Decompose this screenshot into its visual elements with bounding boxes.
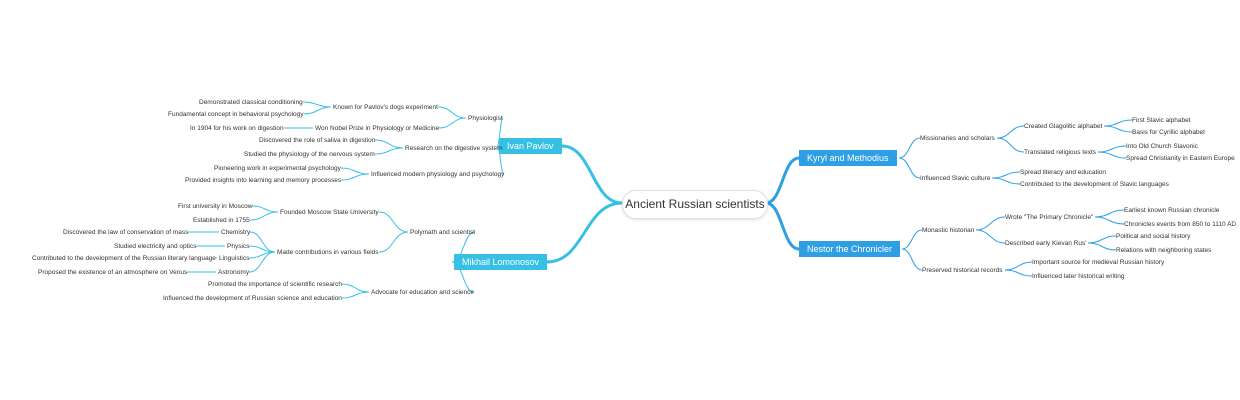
topic-p1a[interactable]: Known for Pavlov's dogs experiment xyxy=(333,103,438,111)
topic-k2a[interactable]: Spread literacy and education xyxy=(1020,168,1107,176)
link-n2-n2b xyxy=(1004,269,1033,277)
topic-n1b2[interactable]: Relations with neighboring states xyxy=(1116,246,1212,254)
link-p3-p3a xyxy=(340,167,370,175)
link-p2-p2a xyxy=(374,139,404,149)
topic-m2b[interactable]: Influenced the development of Russian sc… xyxy=(163,294,342,302)
topic-p3b[interactable]: Provided insights into learning and memo… xyxy=(185,176,342,184)
topic-m1b3a[interactable]: Contributed to the development of the Ru… xyxy=(32,254,216,262)
topic-m1b3[interactable]: Linguistics xyxy=(219,254,250,262)
topic-p1b1[interactable]: In 1904 for his work on digestion xyxy=(190,124,284,132)
link-m1a-m1a1 xyxy=(251,205,279,213)
link-nestor-n2 xyxy=(901,248,923,271)
link-root-pavlov xyxy=(560,144,624,205)
topic-m1a1[interactable]: First university in Moscow xyxy=(178,202,253,210)
link-m1-m1a xyxy=(378,211,409,233)
topic-n1[interactable]: Monastic historian xyxy=(922,226,975,234)
topic-p2b[interactable]: Studied the physiology of the nervous sy… xyxy=(244,150,375,158)
link-n1-n1b xyxy=(975,229,1006,244)
link-m2-m2b xyxy=(341,291,370,299)
link-n1a-n1a2 xyxy=(1094,216,1125,225)
topic-p2a[interactable]: Discovered the role of saliva in digesti… xyxy=(259,136,376,144)
branch-topic-nestor[interactable]: Nestor the Chronicler xyxy=(799,241,901,257)
link-k2-k2b xyxy=(991,177,1021,185)
topic-m1b1[interactable]: Chemistry xyxy=(221,228,251,236)
topic-m1b1a[interactable]: Discovered the law of conservation of ma… xyxy=(63,228,189,236)
topic-k1b[interactable]: Translated religious texts xyxy=(1024,148,1097,156)
topic-p1[interactable]: Physiologist xyxy=(468,114,503,122)
topic-p3[interactable]: Influenced modern physiology and psychol… xyxy=(371,170,505,178)
link-p1a-p1a1 xyxy=(302,101,332,108)
link-root-kyryl xyxy=(764,156,801,205)
root-topic[interactable]: Ancient Russian scientists xyxy=(622,190,768,219)
topic-p3a[interactable]: Pioneering work in experimental psycholo… xyxy=(214,164,341,172)
topic-m2a[interactable]: Promoted the importance of scientific re… xyxy=(208,280,343,288)
link-n1a-n1a1 xyxy=(1094,209,1125,218)
link-n1b-n1b1 xyxy=(1087,235,1117,244)
link-p1-p1a xyxy=(437,106,467,119)
topic-n1b1[interactable]: Political and social history xyxy=(1116,232,1191,240)
branch-topic-kyryl[interactable]: Kyryl and Methodius xyxy=(799,150,897,166)
link-root-lomonosov xyxy=(545,201,624,264)
topic-m1b4[interactable]: Astronomy xyxy=(218,268,250,276)
topic-m1b[interactable]: Made contributions in various fields xyxy=(277,248,379,256)
topic-n2a[interactable]: Important source for medieval Russian hi… xyxy=(1032,258,1165,266)
topic-m1a[interactable]: Founded Moscow State University xyxy=(280,208,379,216)
topic-k1a[interactable]: Created Glagolitic alphabet xyxy=(1024,122,1103,130)
link-n1-n1a xyxy=(975,216,1006,231)
topic-n2b[interactable]: Influenced later historical writing xyxy=(1032,272,1125,280)
link-k1b-k1b2 xyxy=(1097,151,1127,159)
link-k1-k1b xyxy=(996,137,1025,153)
topic-m1a2[interactable]: Established in 1755 xyxy=(193,216,250,224)
topic-m1b2a[interactable]: Studied electricity and optics xyxy=(114,242,197,250)
link-p3-p3b xyxy=(340,173,370,181)
link-p1-p1b xyxy=(438,117,467,129)
topic-k1b2[interactable]: Spread Christianity in Eastern Europe xyxy=(1126,154,1235,162)
link-k1b-k1b1 xyxy=(1097,145,1127,153)
topic-p1a2[interactable]: Fundamental concept in behavioral psycho… xyxy=(168,110,304,118)
topic-n1a2[interactable]: Chronicles events from 850 to 1110 AD xyxy=(1124,220,1237,228)
link-k2-k2a xyxy=(991,171,1021,179)
topic-k1[interactable]: Missionaries and scholars xyxy=(920,134,995,142)
link-k1-k1a xyxy=(996,125,1025,139)
topic-n2[interactable]: Preserved historical records xyxy=(922,266,1003,274)
branch-topic-lomonosov[interactable]: Mikhail Lomonosov xyxy=(454,254,548,270)
topic-k1a1[interactable]: First Slavic alphabet xyxy=(1132,116,1191,124)
link-nestor-n1 xyxy=(901,229,923,250)
topic-p1a1[interactable]: Demonstrated classical conditioning xyxy=(199,98,303,106)
link-p1a-p1a2 xyxy=(303,106,332,115)
link-m1-m1b xyxy=(378,231,409,253)
link-m1b-m1b4 xyxy=(248,251,276,273)
topic-k1a2[interactable]: Basis for Cyrillic alphabet xyxy=(1132,128,1205,136)
link-m2-m2a xyxy=(341,283,370,293)
link-k1a-k1a1 xyxy=(1103,119,1133,127)
link-k1a-k1a2 xyxy=(1103,125,1133,133)
topic-m1b2[interactable]: Physics xyxy=(227,242,250,250)
topic-n1b[interactable]: Described early Kievan Rus' xyxy=(1005,239,1087,247)
link-kyryl-k1 xyxy=(898,137,921,159)
topic-k2b[interactable]: Contributed to the development of Slavic… xyxy=(1020,180,1169,188)
branch-topic-pavlov[interactable]: Ivan Pavlov xyxy=(499,138,562,154)
link-p2-p2b xyxy=(374,147,404,155)
topic-n1a[interactable]: Wrote "The Primary Chronicle" xyxy=(1005,213,1094,221)
link-pavlov-p1 xyxy=(496,117,504,147)
link-pavlov-p3 xyxy=(496,145,505,175)
link-root-nestor xyxy=(764,201,801,251)
topic-k1b1[interactable]: Into Old Church Slavonic xyxy=(1126,142,1198,150)
topic-m1b4a[interactable]: Proposed the existence of an atmosphere … xyxy=(38,268,188,276)
topic-p1b[interactable]: Won Nobel Prize in Physiology or Medicin… xyxy=(315,124,440,132)
topic-p2[interactable]: Research on the digestive system xyxy=(405,144,503,152)
link-n1b-n1b2 xyxy=(1087,242,1117,251)
link-n2-n2a xyxy=(1004,261,1033,271)
topic-n1a1[interactable]: Earliest known Russian chronicle xyxy=(1124,206,1220,214)
topic-m1[interactable]: Polymath and scientist xyxy=(410,228,476,236)
topic-k2[interactable]: Influenced Slavic culture xyxy=(920,174,991,182)
link-m1a-m1a2 xyxy=(249,211,279,221)
link-kyryl-k2 xyxy=(898,157,921,179)
topic-m2[interactable]: Advocate for education and science xyxy=(371,288,474,296)
